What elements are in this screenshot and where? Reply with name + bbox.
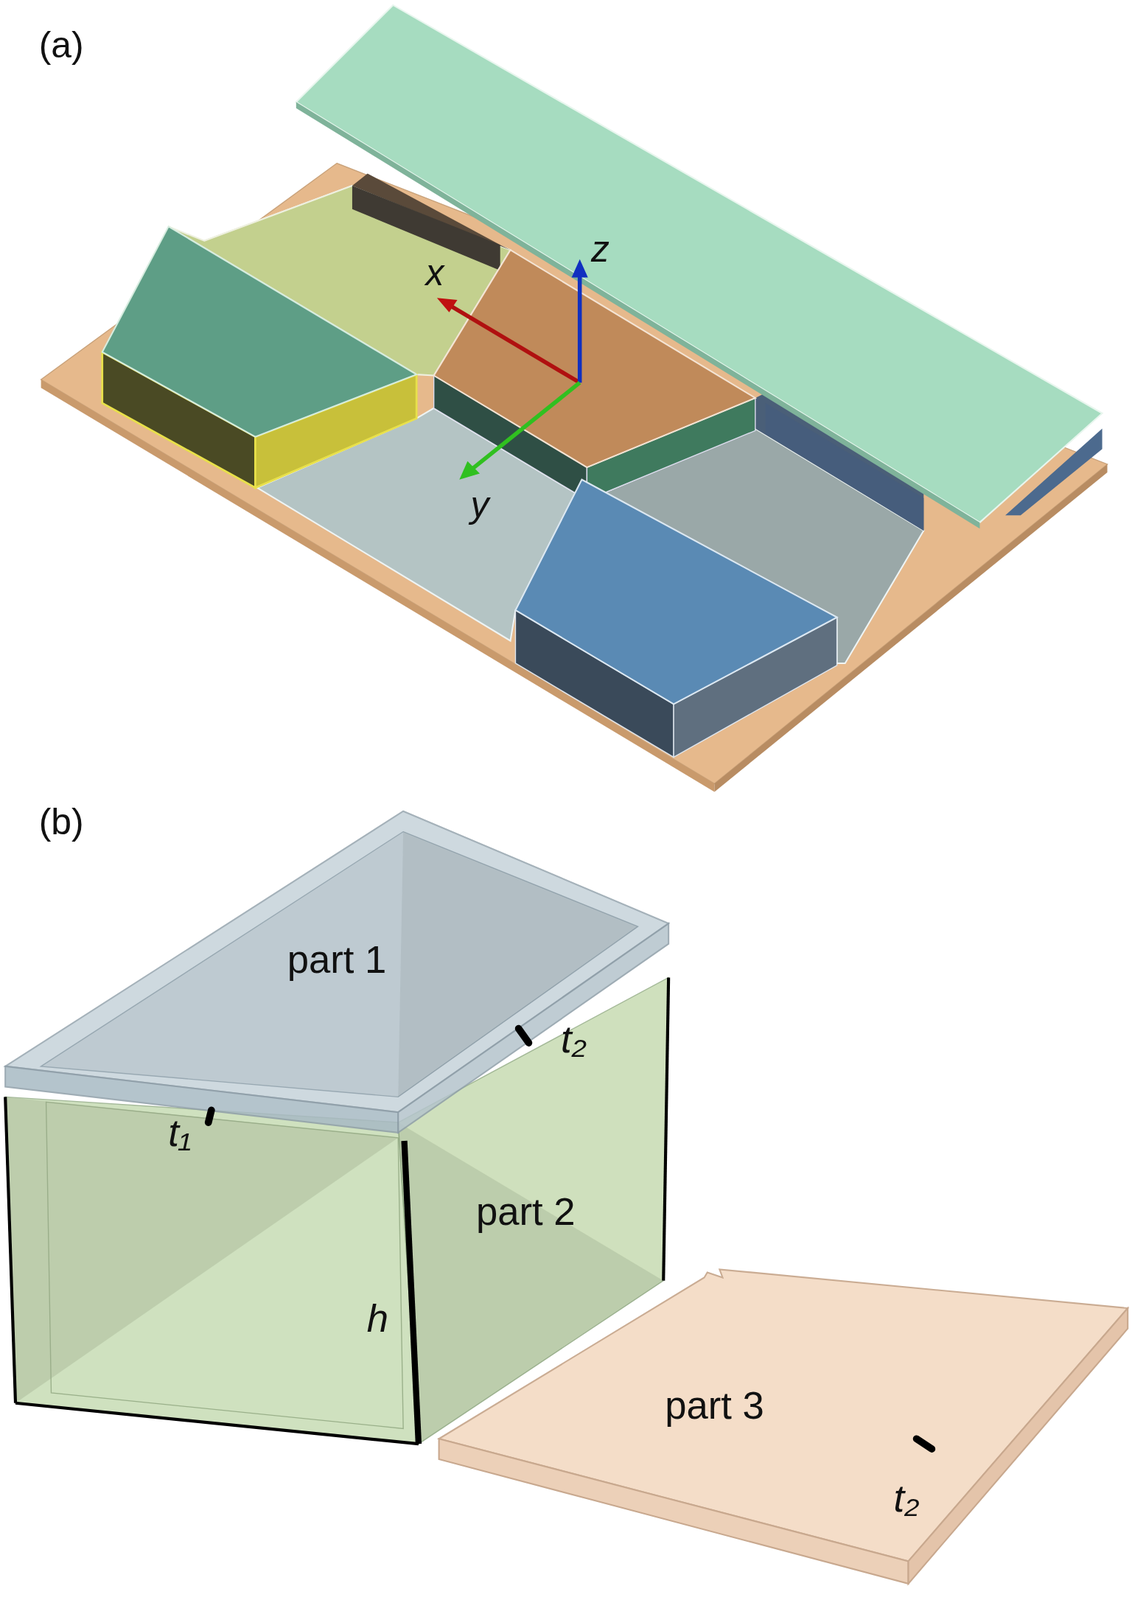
shape-part: [5, 1096, 398, 1403]
shape-part: [15, 1403, 419, 1444]
part-1-slab: [5, 811, 669, 1133]
dimension-label: t₁: [168, 1113, 191, 1153]
shape-part: [397, 831, 638, 1097]
shape-part: [439, 1438, 909, 1584]
shape-part: [41, 831, 404, 1097]
shape-part: [41, 831, 639, 1097]
dimension-label: h: [367, 1299, 389, 1339]
panel-letter: (a): [39, 27, 85, 65]
panel-letter: (b): [39, 804, 85, 841]
shape-part: [5, 1096, 16, 1403]
part-name: part 1: [287, 940, 387, 980]
shape-part: [437, 297, 458, 312]
shape-part: [5, 811, 669, 1113]
thickness-ticks: [208, 1028, 933, 1449]
shape-part: [296, 101, 981, 529]
axis-label: y: [470, 487, 489, 524]
shape-part: [571, 259, 589, 278]
axis-label: x: [425, 254, 445, 292]
shape-part: [916, 1438, 933, 1449]
shape-part: [208, 1109, 212, 1123]
axes: [437, 259, 589, 480]
shape-part: [577, 273, 583, 383]
part-name: part 2: [476, 1192, 576, 1232]
shape-part: [515, 479, 837, 705]
left-block: [102, 226, 417, 488]
shape-part: [518, 1028, 530, 1043]
shape-part: [663, 977, 669, 1281]
shape-part: [404, 1140, 419, 1444]
axis-label: z: [591, 231, 610, 269]
dimension-label: t₂: [893, 1479, 920, 1519]
shape-part: [434, 249, 756, 468]
top-strip: [296, 5, 1103, 531]
shape-part: [296, 5, 1103, 523]
part-name: part 3: [664, 1386, 765, 1426]
shape-part: [908, 1308, 1129, 1584]
shape-part: [471, 382, 581, 470]
shape-part: [102, 226, 417, 437]
shape-part: [5, 1096, 419, 1444]
shape-part: [448, 305, 580, 383]
center-block: [434, 249, 756, 500]
dimension-label: t₂: [560, 1019, 587, 1060]
right-block: [515, 479, 837, 758]
shape-part: [459, 461, 480, 480]
